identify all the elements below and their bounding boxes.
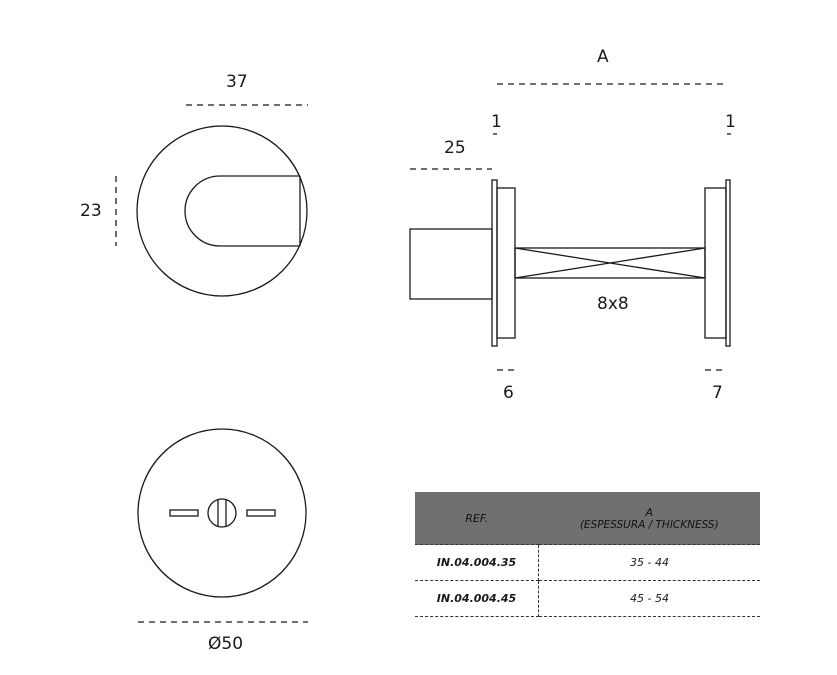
table-row: IN.04.004.35 35 - 44 [415, 544, 760, 581]
table-header-thickness: A (ESPESSURA / THICKNESS) [538, 492, 760, 545]
thumbturn-rose-outline [136, 125, 308, 297]
dim-label-spindle: 8x8 [597, 294, 629, 314]
dim-label-7: 7 [712, 383, 723, 403]
table-cell-range: 35 - 44 [538, 544, 760, 581]
thumbturn-knob-outline [184, 175, 300, 247]
dim-label-23: 23 [80, 201, 102, 221]
table-header-a-sub: (ESPESSURA / THICKNESS) [579, 518, 719, 531]
table-row: IN.04.004.45 45 - 54 [415, 580, 760, 617]
dim-label-plate-left: 1 [491, 112, 502, 132]
release-screw [207, 498, 237, 528]
dim-label-A: A [597, 47, 609, 67]
dim-label-diameter: Ø50 [208, 634, 244, 654]
table-cell-ref: IN.04.004.45 [415, 580, 539, 617]
dim-label-6: 6 [503, 383, 514, 403]
dim-label-25: 25 [444, 138, 466, 158]
table-cell-ref: IN.04.004.35 [415, 544, 539, 581]
indicator-slot-right [246, 509, 276, 517]
knob-side [409, 228, 493, 300]
reference-table: REF. A (ESPESSURA / THICKNESS) IN.04.004… [415, 492, 760, 617]
indicator-slot-left [169, 509, 199, 517]
table-cell-range: 45 - 54 [538, 580, 760, 617]
table-header-row: REF. A (ESPESSURA / THICKNESS) [415, 492, 760, 545]
right-rose [704, 187, 727, 339]
right-plate [725, 179, 731, 347]
table-header-a: A [645, 505, 654, 519]
dim-label-37: 37 [226, 72, 248, 92]
left-rose [496, 187, 516, 339]
release-rose-outline [137, 428, 307, 598]
table-header-ref: REF. [415, 492, 539, 545]
left-plate [491, 179, 498, 347]
dim-label-plate-right: 1 [725, 112, 736, 132]
